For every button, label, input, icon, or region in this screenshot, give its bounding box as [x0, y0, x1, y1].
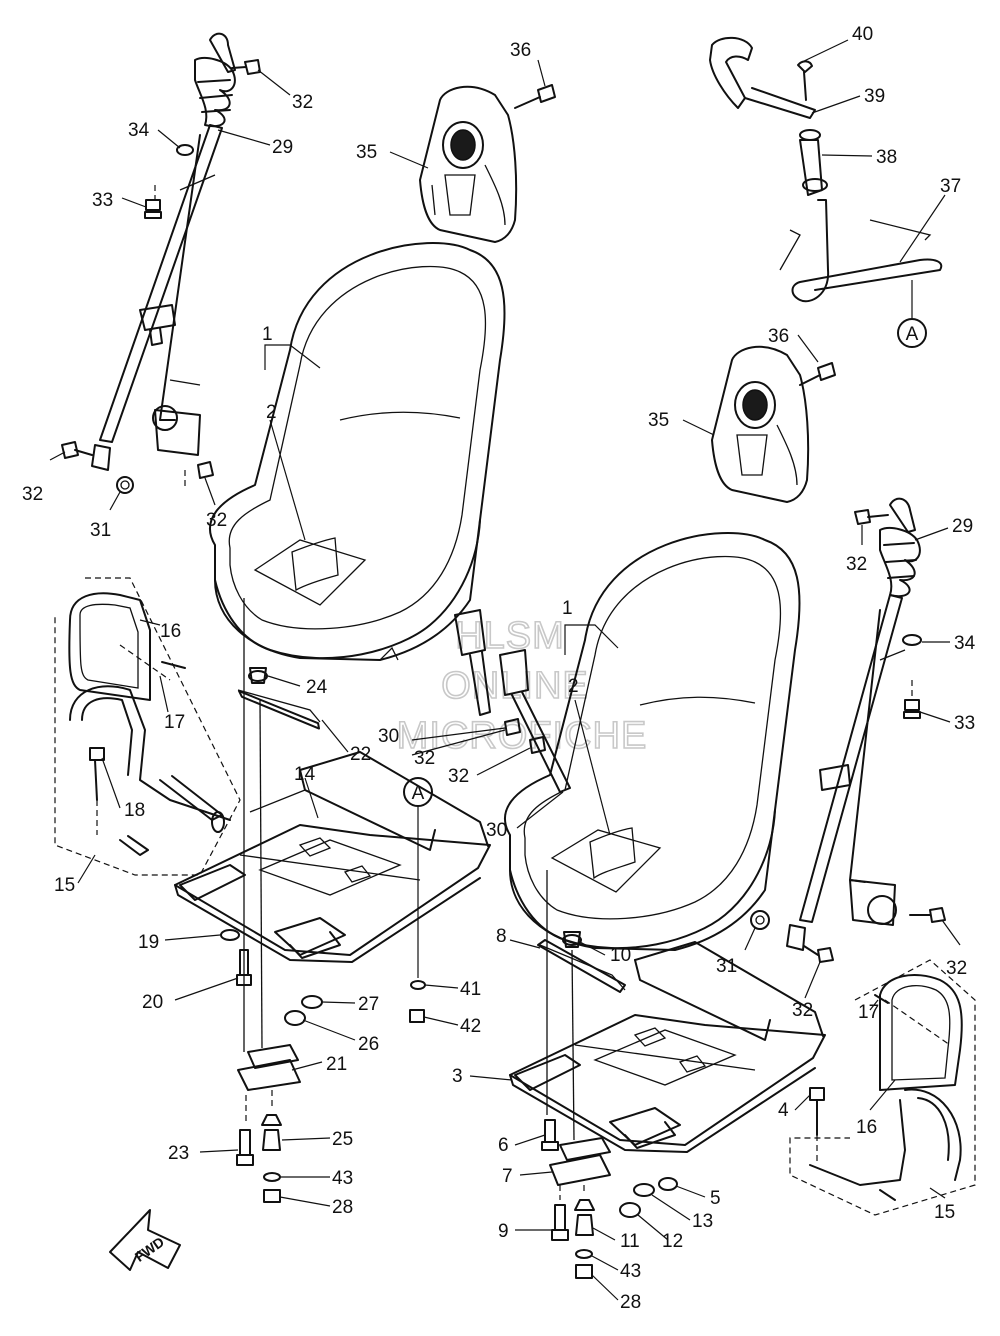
callout-2-left: 2 — [266, 402, 277, 423]
bolt-36-upper — [514, 84, 556, 109]
callout-28-left: 28 — [332, 1197, 353, 1218]
callout-2-right: 2 — [568, 676, 579, 697]
left-guard — [54, 577, 241, 876]
callout-16-left: 16 — [160, 621, 181, 642]
callout-32-belt-top-right: 32 — [846, 554, 867, 575]
callout-32-buckle-left: 32 — [206, 510, 227, 531]
center-buckles — [454, 609, 571, 793]
callout-43-right: 43 — [620, 1261, 641, 1282]
callout-24: 24 — [306, 677, 328, 698]
callout-43-left: 43 — [332, 1168, 353, 1189]
callout-19: 19 — [138, 932, 159, 953]
callout-25: 25 — [332, 1129, 353, 1150]
callout-31-right: 31 — [716, 956, 737, 977]
callout-1-right: 1 — [562, 598, 573, 619]
callout-35-upper: 35 — [356, 142, 377, 163]
callout-17-right: 17 — [858, 1002, 879, 1023]
callout-33-right: 33 — [954, 713, 975, 734]
right-seat-rails — [509, 941, 826, 1218]
leader-lines — [49, 39, 961, 1301]
fwd-arrow: FWD — [109, 1209, 181, 1271]
callout-labels: 40 39 38 37 36 35 36 35 32 29 34 33 32 3… — [22, 24, 976, 1313]
callout-4: 4 — [778, 1100, 789, 1121]
callout-23: 23 — [168, 1143, 189, 1164]
callout-38: 38 — [876, 147, 897, 168]
callout-3: 3 — [452, 1066, 463, 1087]
right-belt-hardware — [750, 509, 946, 963]
callout-29-left: 29 — [272, 137, 293, 158]
callout-5: 5 — [710, 1188, 721, 1209]
headrest-bracket — [709, 36, 943, 303]
callout-28-right: 28 — [620, 1292, 641, 1313]
callout-21: 21 — [326, 1054, 347, 1075]
callout-9: 9 — [498, 1221, 509, 1242]
watermark-line-3: MICROFICHE — [397, 715, 648, 757]
callout-14: 14 — [294, 764, 316, 785]
callout-32-buckle-right: 32 — [946, 958, 967, 979]
view-ref-a-lower-label: A — [412, 783, 425, 804]
callout-27: 27 — [358, 994, 379, 1015]
right-seat-belt — [786, 497, 921, 951]
callout-30-upper: 30 — [378, 726, 399, 747]
callout-35-lower: 35 — [648, 410, 669, 431]
headrest-upper — [419, 85, 518, 243]
callout-33-left: 33 — [92, 190, 113, 211]
callout-32-belt-bottom-right: 32 — [792, 1000, 813, 1021]
view-ref-lower: A — [403, 777, 433, 935]
callout-31-left: 31 — [90, 520, 111, 541]
callout-16-right: 16 — [856, 1117, 877, 1138]
callout-15-left: 15 — [54, 875, 75, 896]
callout-6: 6 — [498, 1135, 509, 1156]
callout-36-lower: 36 — [768, 326, 789, 347]
view-ref-a-upper-label: A — [906, 324, 919, 345]
watermark-line-1: HLSM — [455, 615, 565, 657]
callout-30-lower: 30 — [486, 820, 507, 841]
callout-1-left: 1 — [262, 324, 273, 345]
callout-39: 39 — [864, 86, 885, 107]
callout-8: 8 — [496, 926, 507, 947]
callout-41: 41 — [460, 979, 481, 1000]
callout-13: 13 — [692, 1211, 713, 1232]
fwd-label: FWD — [132, 1233, 167, 1264]
callout-15-right: 15 — [934, 1202, 955, 1223]
left-seat-belt — [91, 32, 236, 471]
callout-32-buckle-upper: 32 — [414, 748, 435, 769]
callout-32-belt-bottom-left: 32 — [22, 484, 43, 505]
callout-34-right: 34 — [954, 633, 976, 654]
right-guard — [789, 959, 976, 1216]
callout-18: 18 — [124, 800, 145, 821]
callout-26: 26 — [358, 1034, 379, 1055]
callout-32-buckle-lower: 32 — [448, 766, 469, 787]
bolt-36-lower — [799, 362, 836, 386]
callout-40: 40 — [852, 24, 873, 45]
view-ref-upper: A — [897, 280, 927, 348]
callout-36-upper: 36 — [510, 40, 531, 61]
watermark: HLSM ONLINE MICROFICHE — [396, 614, 648, 758]
callout-12: 12 — [662, 1231, 683, 1252]
callout-37: 37 — [940, 176, 961, 197]
callout-10: 10 — [610, 945, 631, 966]
right-slide-parts — [537, 870, 626, 1279]
callout-42: 42 — [460, 1016, 481, 1037]
callout-20: 20 — [142, 992, 163, 1013]
callout-29-right: 29 — [952, 516, 973, 537]
callout-7: 7 — [502, 1166, 513, 1187]
callout-34-left: 34 — [128, 120, 150, 141]
left-slide-parts — [236, 598, 321, 1203]
callout-22: 22 — [350, 744, 371, 765]
headrest-lower — [711, 345, 810, 503]
callout-32-belt-top-left: 32 — [292, 92, 313, 113]
left-belt-hardware — [61, 59, 261, 494]
left-seat-rails — [174, 751, 491, 1026]
callout-11: 11 — [620, 1231, 640, 1252]
left-seat — [209, 242, 506, 661]
callout-17-left: 17 — [164, 712, 185, 733]
